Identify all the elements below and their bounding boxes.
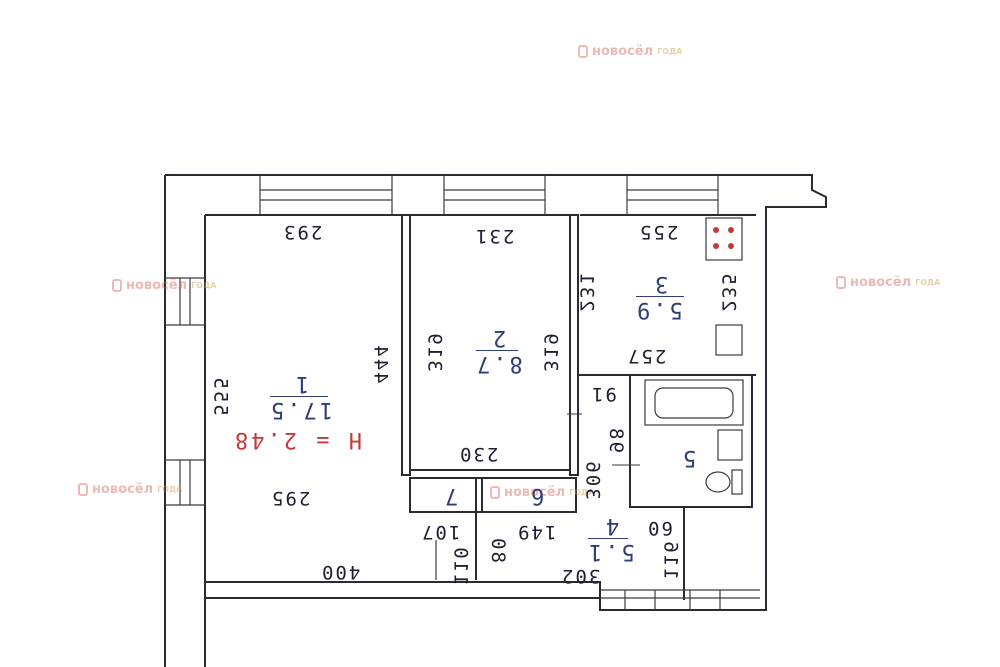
watermark: новосёл ГОДА: [490, 485, 594, 500]
watermark: новосёл ГОДА: [578, 44, 682, 59]
room-4-number: 4: [603, 513, 620, 538]
window-top-1: [259, 175, 393, 215]
room-6-number: 6: [528, 483, 545, 508]
room-3-area: 5.9: [634, 297, 683, 322]
dim-kitchen-left: 231: [575, 271, 598, 312]
dim-closet-width: 107: [420, 521, 461, 543]
dim-entrance-top: 60: [646, 517, 673, 539]
dim-room2-left: 319: [423, 331, 446, 372]
house-logo-icon: [78, 483, 88, 496]
dim-closet-inner: 80: [486, 536, 509, 563]
dim-hall-top: 91: [590, 383, 617, 405]
dim-kitchen-top: 255: [638, 221, 679, 243]
watermark-text: новосёл: [126, 278, 188, 293]
room-1-fraction-line: [270, 396, 328, 397]
watermark-badge: ГОДА: [569, 488, 595, 497]
room-2-number: 2: [490, 325, 507, 350]
room-5-number: 5: [680, 445, 697, 470]
dim-room2-top: 231: [474, 225, 515, 247]
house-logo-icon: [112, 279, 122, 292]
window-left: [165, 277, 205, 506]
room-7-number: 7: [442, 483, 459, 508]
room-3-fraction-line: [636, 296, 684, 297]
watermark-badge: ГОДА: [157, 485, 183, 494]
dim-room1-top: 293: [282, 221, 323, 243]
dim-hall-lower: 149: [516, 521, 557, 543]
dim-kitchen-right: 235: [717, 271, 740, 312]
watermark-badge: ГОДА: [657, 47, 683, 56]
house-logo-icon: [836, 276, 846, 289]
watermark-badge: ГОДА: [191, 281, 217, 290]
dim-room1-right: 444: [369, 343, 392, 384]
room-4-area: 5.1: [586, 539, 635, 564]
room-3-number: 3: [652, 271, 669, 296]
dim-hall-corridor: 306: [581, 459, 604, 500]
window-top-2: [443, 175, 546, 215]
watermark-text: новосёл: [592, 44, 654, 59]
room-height-label: H = 2.48: [232, 427, 362, 452]
window-top-3: [626, 175, 719, 215]
watermark-text: новосёл: [504, 485, 566, 500]
house-logo-icon: [578, 45, 588, 58]
watermark-text: новосёл: [92, 482, 154, 497]
dim-hall-side: 98: [604, 426, 627, 453]
watermark: новосёл ГОДА: [112, 278, 216, 293]
watermark: новосёл ГОДА: [78, 482, 182, 497]
dim-hall-bottom: 400: [320, 561, 361, 583]
dim-hall-entrance: 302: [560, 565, 601, 587]
watermark-text: новосёл: [850, 275, 912, 290]
watermark: новосёл ГОДА: [836, 275, 940, 290]
room-2-area: 8.7: [474, 351, 523, 376]
dim-entrance-side: 116: [659, 539, 682, 580]
room-1-area: 17.5: [268, 397, 333, 422]
dim-kitchen-bottom: 257: [626, 345, 667, 367]
watermark-badge: ГОДА: [915, 278, 941, 287]
room-1-number: 1: [293, 371, 310, 396]
room-2-fraction-line: [476, 350, 518, 351]
room-4-fraction-line: [588, 538, 628, 539]
entrance-window-bottom: [600, 589, 760, 610]
dim-room1-bottom: 295: [270, 487, 311, 509]
dim-room2-right: 319: [539, 331, 562, 372]
dim-closet-depth: 110: [449, 545, 472, 586]
outer-wall: [165, 174, 827, 667]
dim-room1-left: 555: [209, 375, 232, 416]
dim-room2-bottom: 230: [458, 443, 499, 465]
house-logo-icon: [490, 486, 500, 499]
